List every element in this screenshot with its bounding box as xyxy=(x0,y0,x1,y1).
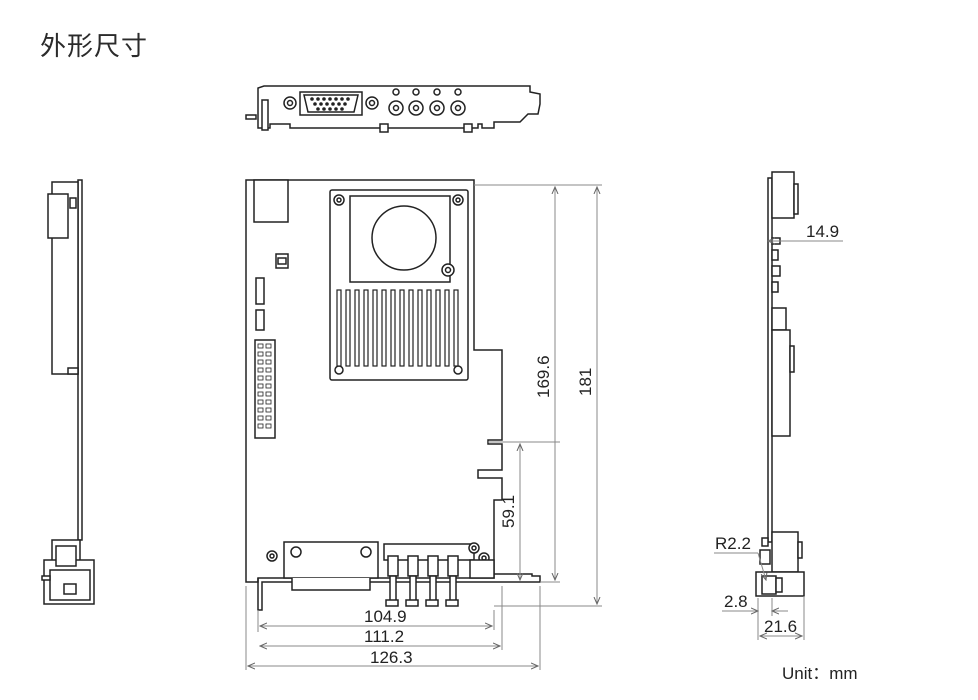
dim-111-2: 111.2 xyxy=(364,627,404,646)
dim-59-1: 59.1 xyxy=(499,495,518,528)
side-dimensions xyxy=(714,241,843,640)
dim-169-6: 169.6 xyxy=(534,355,553,398)
pin-header xyxy=(254,339,276,439)
bottom-connectors xyxy=(266,541,495,607)
unit-label: Unit：mm xyxy=(782,664,858,683)
dim-r2-2: R2.2 xyxy=(715,534,751,553)
right-side-view xyxy=(755,171,805,597)
db-pins-top xyxy=(310,97,350,111)
dim-126-3: 126.3 xyxy=(370,648,413,667)
heatsink xyxy=(329,189,469,381)
sma-connectors-top xyxy=(388,88,466,116)
dim-181: 181 xyxy=(576,368,595,396)
dim-14-9: 14.9 xyxy=(806,222,839,241)
page-title: 外形尺寸 xyxy=(40,32,149,62)
dim-104-9: 104.9 xyxy=(364,607,407,626)
top-view xyxy=(245,85,541,133)
left-side-view xyxy=(41,179,95,605)
dim-2-8: 2.8 xyxy=(724,592,748,611)
front-view-board xyxy=(245,179,541,611)
front-dimensions xyxy=(245,184,602,670)
dim-21-6: 21.6 xyxy=(764,617,797,636)
